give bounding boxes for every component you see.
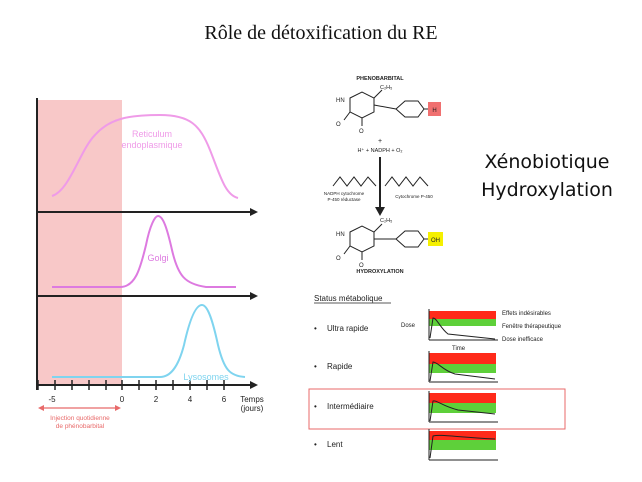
legend-fenetre-therapeutique: Fenêtre thérapeutique [502, 324, 562, 330]
row-label-lent: Lent [327, 440, 343, 449]
side-heading-line-2: Hydroxylation [481, 179, 613, 201]
o-bottom-bottom: O [359, 263, 364, 269]
arrowhead-2 [250, 292, 258, 300]
arrowhead-3 [250, 381, 258, 389]
side-heading: Xénobiotique Hydroxylation [462, 148, 632, 204]
enzyme-left-1: NADPH cytochrome [324, 191, 365, 196]
nh-bottom: HN [336, 232, 345, 238]
legend-dose-inefficace: Dose inefficace [502, 337, 544, 343]
time-ticks [37, 380, 225, 390]
o-bottom-left: O [336, 256, 341, 262]
status-heading: Status métabolique [314, 294, 383, 303]
injection-label-2: de phénobarbital [56, 423, 105, 430]
dose-axis-label: Dose [401, 323, 416, 329]
curve-golgi [52, 214, 236, 288]
enzyme-zigzag-left [332, 176, 377, 187]
nh-top: HN [336, 98, 345, 104]
profile-ultra-rapide [428, 309, 498, 341]
slide-title: Rôle de détoxification du RE [204, 22, 438, 44]
injection-arrow-right [115, 405, 121, 411]
row-bullet-4: • [314, 440, 317, 449]
phenobarbital-label: PHENOBARBITAL [356, 76, 404, 82]
row-bullet-2: • [314, 362, 317, 371]
ethyl-bottom: C₂H₅ [380, 218, 392, 224]
organelle-timeline: Reticulum endoplasmique Golgi Lysosomes … [36, 98, 264, 430]
enzyme-zigzag-right [384, 176, 429, 187]
row-label-intermediaire: Intermédiaire [327, 402, 374, 411]
axis-label-temps: Temps [240, 395, 264, 404]
curve-lysosomes [52, 303, 246, 378]
h-label: H [432, 108, 436, 114]
reaction-arrowhead [375, 207, 385, 216]
ethyl-top: C₂H₅ [380, 85, 392, 91]
o-top-left: O [336, 122, 341, 128]
oh-highlight-box [428, 232, 443, 246]
row-bullet-3: • [314, 402, 317, 411]
label-lysosomes: Lysosomes [183, 372, 229, 382]
tick-label-4: 4 [188, 395, 193, 404]
injection-arrow-left [38, 405, 44, 411]
hydroxylation-scheme: PHENOBARBITAL HN O O C₂H₅ H + H⁺ + NADPH… [324, 76, 443, 275]
tick-label-6: 6 [222, 395, 227, 404]
hydroxylation-label: HYDROXYLATION [356, 269, 403, 275]
row-label-rapide: Rapide [327, 362, 353, 371]
tick-label-0: 0 [120, 395, 125, 404]
cofactors: H⁺ + NADPH + O₂ [357, 147, 402, 154]
row-label-ultra-rapide: Ultra rapide [327, 324, 369, 333]
axis-label-jours: (jours) [241, 404, 264, 413]
injection-label-1: Injection quotidienne [50, 415, 110, 422]
enzyme-left-2: P-450 réductase [327, 197, 361, 202]
tick-label-2: 2 [154, 395, 159, 404]
time-axis-label: Time [452, 346, 466, 352]
intermediate-highlight [308, 388, 566, 430]
profile-rapide [428, 351, 498, 383]
side-heading-line-1: Xénobiotique [484, 151, 610, 173]
profile-intermediaire [428, 391, 498, 423]
injection-period-shade [38, 100, 122, 385]
o-top-bottom: O [359, 129, 364, 135]
profile-lent [428, 429, 498, 461]
arrowhead-1 [250, 208, 258, 216]
label-reticulum-1: Reticulum [132, 129, 172, 139]
plus-sign: + [378, 138, 382, 145]
oh-label: OH [431, 238, 440, 244]
row-bullet-1: • [314, 324, 317, 333]
enzyme-right: Cytochrome P-450 [395, 194, 433, 199]
legend-effets-indesirables: Effets indésirables [502, 311, 551, 317]
h-highlight-box [428, 102, 441, 116]
phenobarbital-structure [343, 89, 430, 126]
curve-reticulum [51, 113, 239, 199]
metabolic-status-panel: Status métabolique • Ultra rapide • Rapi… [308, 294, 566, 461]
hydroxylated-structure [343, 223, 430, 260]
tick-label--5: -5 [48, 395, 56, 404]
label-reticulum-2: endoplasmique [121, 140, 182, 150]
label-golgi: Golgi [147, 253, 168, 263]
